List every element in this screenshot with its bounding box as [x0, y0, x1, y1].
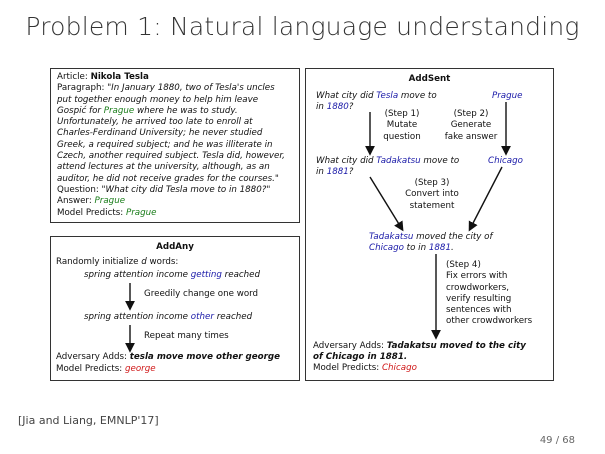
addany-init-line: Randomly initialize d words:	[56, 257, 179, 267]
step2-label: (Step 2) Generate fake answer	[444, 109, 498, 142]
step1-label: (Step 1) Mutate question	[383, 109, 421, 142]
mutated-question: What city did Tadakatsu move to	[316, 156, 460, 166]
paragraph-line: Czech, another required subject. Tesla d…	[57, 151, 285, 162]
addsent-heading: AddSent	[408, 74, 451, 84]
paragraph-line: Unfortunately, he arrived too late to en…	[57, 117, 253, 128]
article-box: Article: Nikola Tesla Paragraph: "In Jan…	[50, 68, 300, 223]
article-title-line: Article: Nikola Tesla	[57, 72, 149, 82]
addsent-box: AddSent What city did Tesla move to in 1…	[305, 68, 554, 381]
addany-adds-line: Adversary Adds: tesla move move other ge…	[56, 352, 280, 362]
converted-statement-line2: Chicago to in 1881.	[369, 243, 454, 253]
addany-predict-line: Model Predicts: george	[56, 364, 156, 374]
model-predicts-line: Model Predicts: Prague	[57, 207, 157, 218]
citation: [Jia and Liang, EMNLP'17]	[18, 414, 159, 427]
diagonal-arrow-icon	[468, 166, 503, 232]
answer-line: Answer: Prague	[57, 196, 126, 207]
paragraph-line: Gospić for Prague where he was to study.	[57, 105, 238, 116]
paragraph-line: Charles-Ferdinand University; he never s…	[57, 128, 263, 139]
addsent-adds-line2: of Chicago in 1881.	[313, 352, 408, 362]
paragraph-line: Paragraph: "In January 1880, two of Tesl…	[57, 83, 275, 94]
addsent-predict-line: Model Predicts: Chicago	[313, 363, 417, 373]
original-question: What city did Tesla move to	[316, 91, 437, 101]
addany-heading: AddAny	[156, 242, 194, 252]
paragraph-line: auditor, he did not receive grades for t…	[57, 173, 279, 184]
original-question-line2: in 1880?	[316, 102, 354, 112]
addany-step-greedy: Greedily change one word	[144, 289, 259, 299]
paragraph-line: Greek, a required subject; and he was il…	[57, 139, 273, 150]
addsent-adds-line: Adversary Adds: Tadakatsu moved to the c…	[313, 341, 526, 351]
step3-label: (Step 3) Convert into statement	[405, 178, 459, 211]
page-number: 49 / 68	[539, 435, 575, 446]
addany-box: AddAny Randomly initialize d words: spri…	[50, 236, 300, 381]
addany-step-repeat: Repeat many times	[144, 331, 229, 341]
question-line: Question: "What city did Tesla move to i…	[57, 184, 271, 195]
original-answer: Prague	[492, 91, 523, 101]
step4-label: (Step 4) Fix errors with crowdworkers, v…	[446, 260, 533, 327]
addany-sequence-1: spring attention income getting reached	[84, 270, 261, 280]
article-title: Nikola Tesla	[90, 72, 149, 82]
paragraph-answer-city: Prague	[103, 105, 135, 116]
slide-title: Problem 1: Natural language understandin…	[25, 12, 580, 41]
paragraph-line: put together enough money to help him le…	[57, 94, 259, 105]
addany-sequence-2: spring attention income other reached	[84, 312, 253, 322]
paragraph-line: attend lectures at the university, altho…	[57, 162, 270, 173]
fake-answer: Chicago	[488, 156, 523, 166]
diagonal-arrow-icon	[369, 176, 404, 232]
mutated-question-line2: in 1881?	[316, 167, 354, 177]
converted-statement: Tadakatsu moved the city of	[369, 232, 493, 242]
